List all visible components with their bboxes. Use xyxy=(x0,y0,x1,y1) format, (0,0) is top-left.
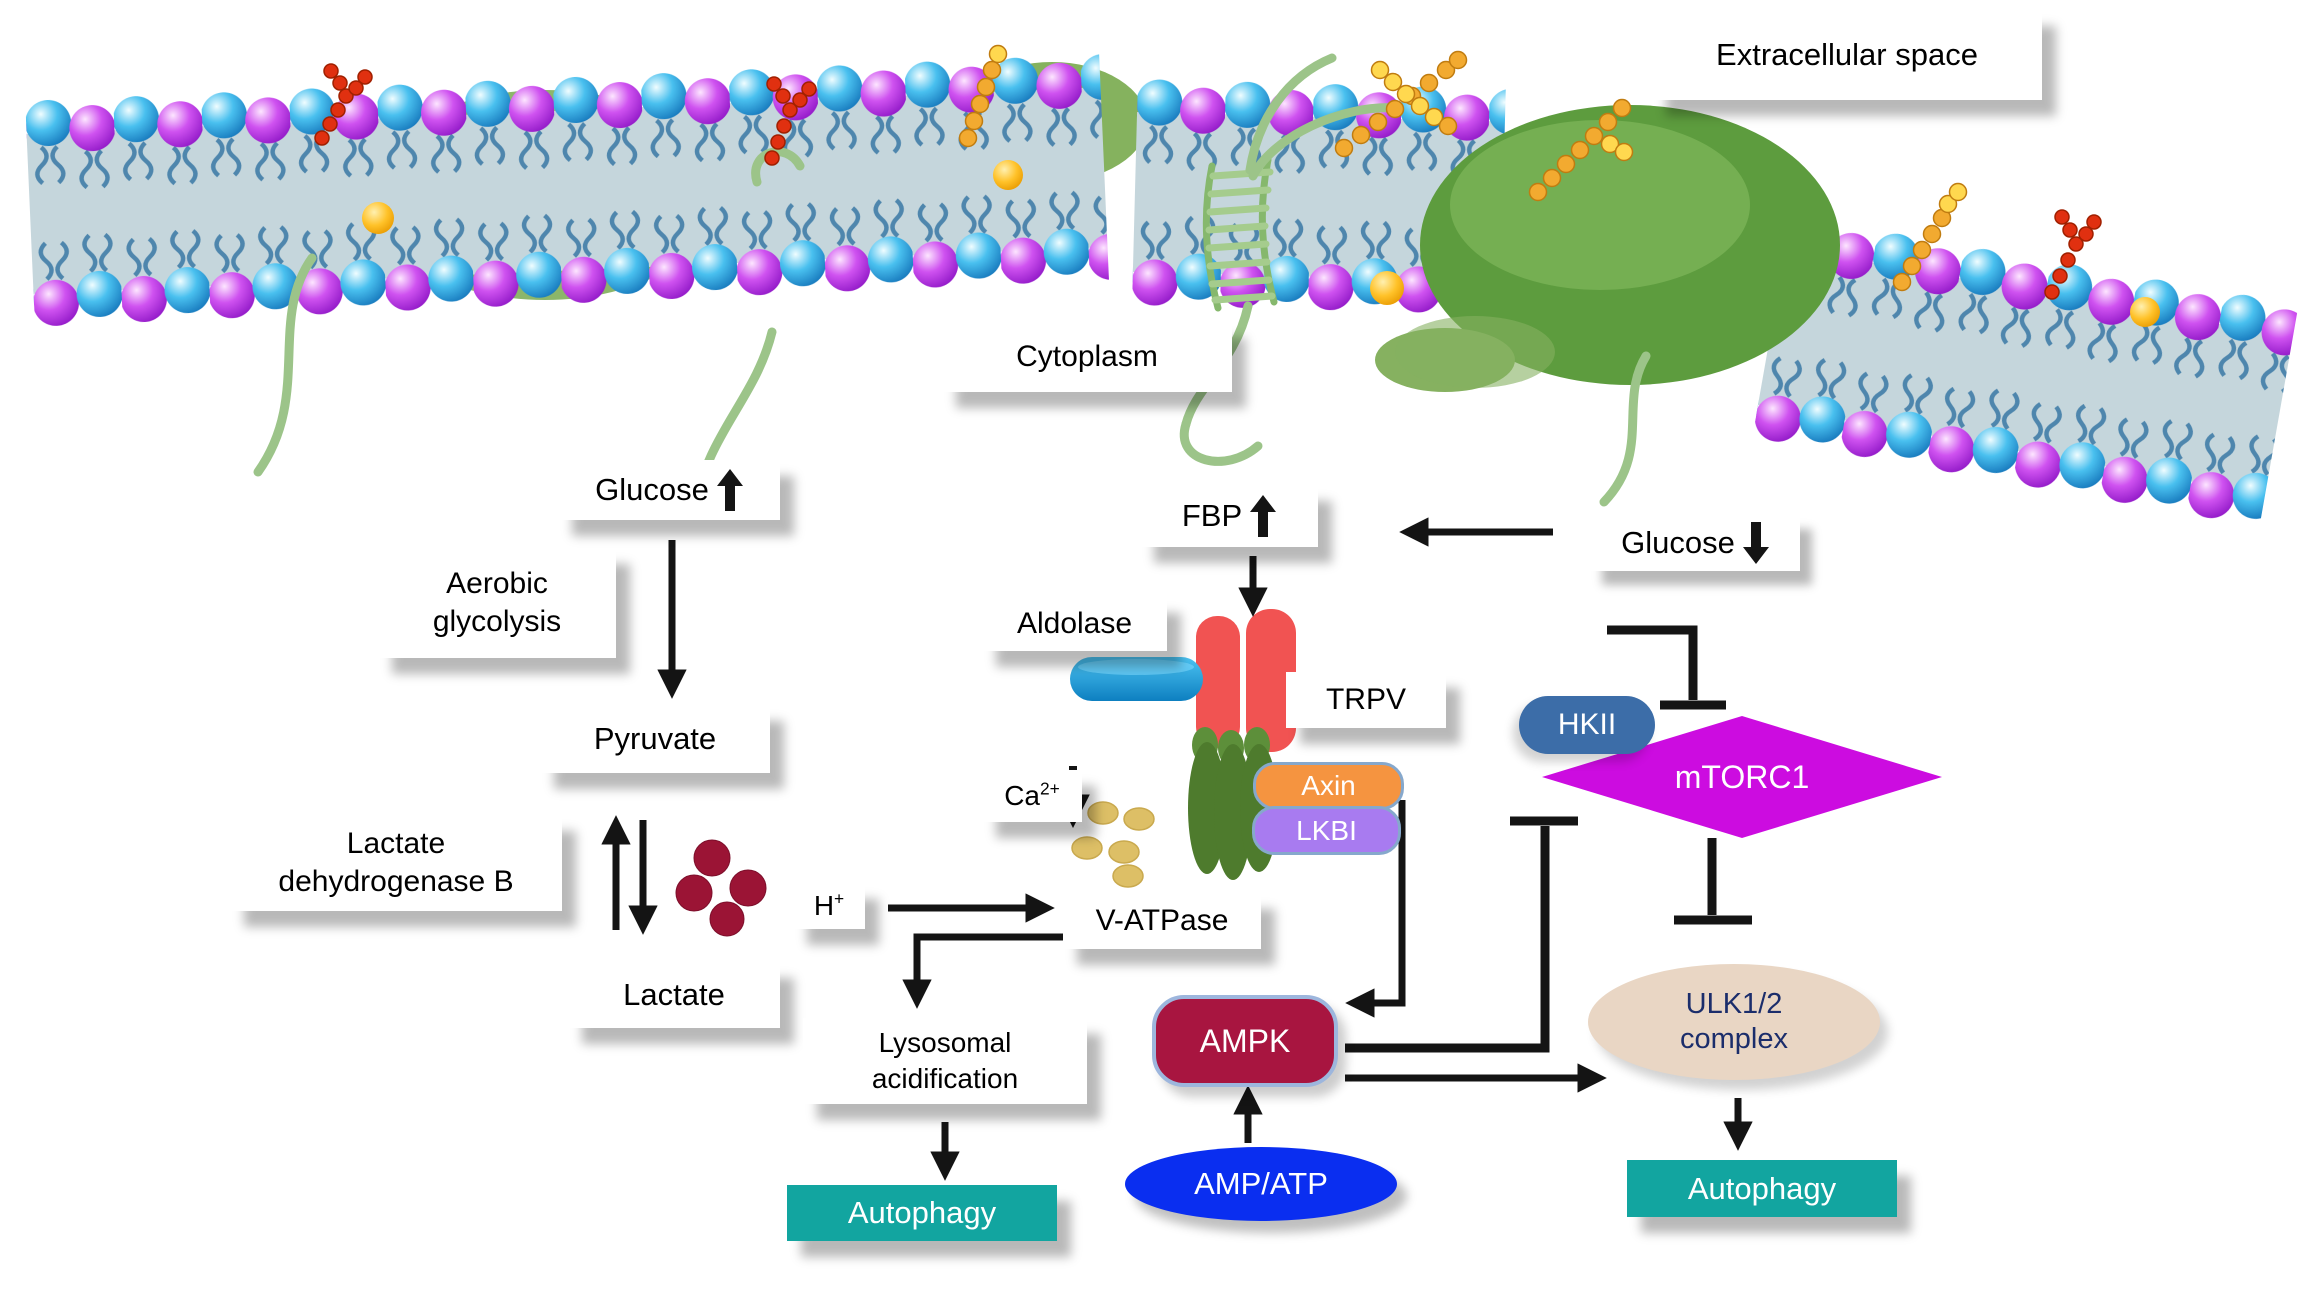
tbar-glucose-inhibits-mtorc1 xyxy=(1607,625,1698,700)
lactate-dots xyxy=(675,839,767,937)
calcium-label: Ca2+ xyxy=(982,770,1082,822)
autophagy-box-left: Autophagy xyxy=(787,1185,1057,1241)
proton-label: H+ xyxy=(793,883,865,929)
arrow-vatpase-to-lysosomal xyxy=(902,933,1063,1009)
up-arrow-icon xyxy=(1250,495,1277,537)
trpv-channel-subunit xyxy=(1196,616,1240,748)
cell-membrane xyxy=(25,44,2300,530)
axin-node: Axin xyxy=(1253,762,1404,810)
lipid-bilayer xyxy=(1131,76,1506,318)
cytoplasm-label: Cytoplasm xyxy=(942,322,1232,392)
glycan-chain-red xyxy=(314,63,2102,300)
up-arrow-icon xyxy=(716,469,743,511)
down-arrow-icon xyxy=(1742,522,1769,564)
v-atpase-label: V-ATPase xyxy=(1063,893,1261,949)
beta-sheet-ladder xyxy=(1202,156,1278,312)
trpv-label: TRPV xyxy=(1286,672,1446,728)
tbar-ampk-inhibits-mtorc1 xyxy=(1345,826,1550,1053)
lipid-bilayer xyxy=(25,51,1110,330)
lkbi-node: LKBI xyxy=(1252,806,1401,855)
yellow-sphere xyxy=(362,160,2160,327)
aerobic-glycolysis-label: Aerobic glycolysis xyxy=(378,548,616,658)
aldolase-label: Aldolase xyxy=(982,597,1167,651)
ampk-node: AMPK xyxy=(1152,995,1338,1087)
pyruvate-label: Pyruvate xyxy=(540,705,770,773)
autophagy-box-right: Autophagy xyxy=(1627,1160,1897,1217)
arrow-axin-lkbi-to-ampk xyxy=(1345,800,1406,1018)
connectors xyxy=(601,517,1753,1181)
trpv-channel-complex xyxy=(1070,609,1296,888)
fbp-label: FBP xyxy=(1140,485,1318,547)
lysosomal-acidification-label: Lysosomal acidification xyxy=(803,1018,1087,1104)
ulk-complex-node: ULK1/2 complex xyxy=(1588,964,1880,1080)
aldolase-disc xyxy=(1070,657,1203,701)
lactate-dehydrogenase-b-label: Lactate dehydrogenase B xyxy=(230,815,562,911)
lipid-bilayer xyxy=(1751,212,2300,530)
trpv-channel-subunit xyxy=(1246,609,1296,752)
glucose-low-label: Glucose xyxy=(1590,515,1800,571)
membrane-protein-blob xyxy=(1395,316,1555,388)
hkii-node: HKII xyxy=(1519,696,1655,754)
lactate-label: Lactate xyxy=(568,962,780,1028)
glycan-chain-gold xyxy=(958,44,1968,292)
amp-atp-node: AMP/ATP xyxy=(1125,1147,1397,1221)
calcium-ions xyxy=(1071,801,1155,888)
glucose-high-label: Glucose xyxy=(558,460,780,520)
extracellular-space-label: Extracellular space xyxy=(1652,10,2042,100)
